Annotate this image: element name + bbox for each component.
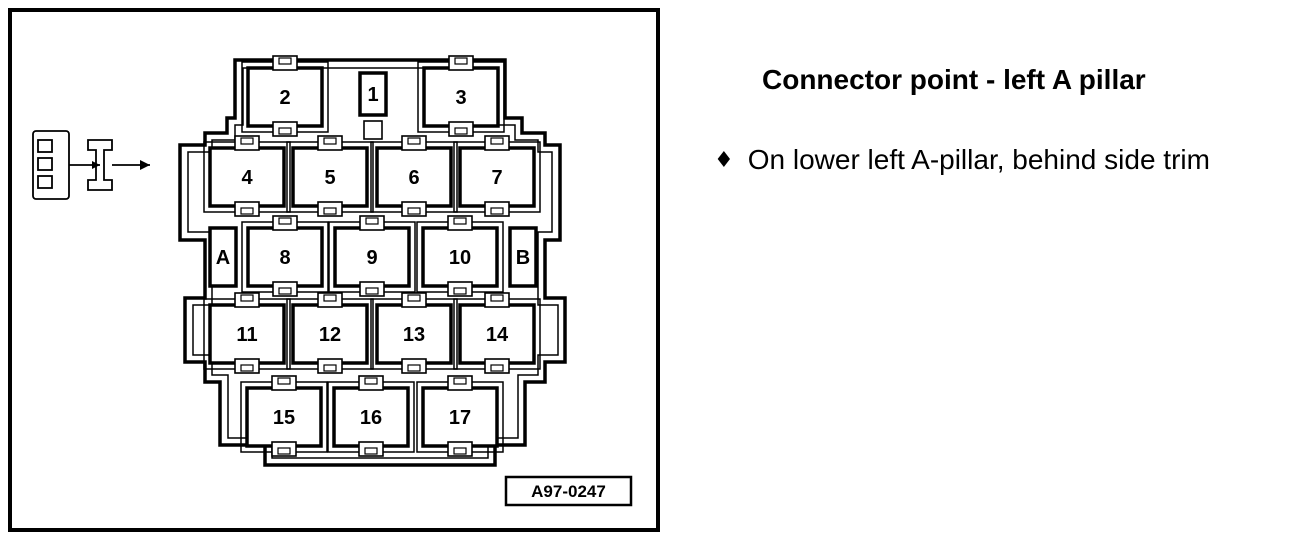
cavity-label: 10 (449, 247, 471, 269)
cavity-a: A (208, 226, 238, 288)
cavity-15: 15 (240, 375, 328, 457)
reference-code: A97-0247 (531, 482, 606, 501)
cavity-label: 6 (408, 167, 419, 189)
cavity-label: B (516, 247, 530, 269)
cavity-label: 2 (279, 87, 290, 109)
cavity-9: 9 (328, 215, 416, 297)
cavity-label: 12 (319, 324, 341, 346)
cavity-label: 3 (455, 87, 466, 109)
cavity-8: 8 (241, 215, 329, 297)
cavity-label: 7 (491, 167, 502, 189)
cavity-13: 13 (370, 292, 458, 374)
bullet-item: ♦ On lower left A-pillar, behind side tr… (714, 144, 1210, 176)
cavity-5: 5 (286, 135, 374, 217)
cavity-b: B (508, 226, 538, 288)
reference-label: A97-0247 (504, 475, 633, 507)
cavity-label: 13 (403, 324, 425, 346)
cavity-10: 10 (416, 215, 504, 297)
cavity-label: 1 (367, 84, 378, 106)
cavity-label: 15 (273, 407, 295, 429)
cavity-label: A (216, 247, 230, 269)
cavity-label: 16 (360, 407, 382, 429)
cavity-1: 1 (358, 71, 388, 140)
cavity-3: 3 (417, 55, 505, 137)
reference-box (504, 475, 633, 507)
cavity-4: 4 (203, 135, 291, 217)
cavity-label: 8 (279, 247, 290, 269)
info-panel: Connector point - left A pillar ♦ On low… (700, 0, 1300, 540)
bullet-text: On lower left A-pillar, behind side trim (747, 144, 1210, 175)
connector-housing (178, 58, 567, 467)
cavity-14: 14 (453, 292, 541, 374)
cavity-16: 16 (327, 375, 415, 457)
diamond-bullet-icon: ♦ (714, 147, 734, 173)
cavity-7: 7 (453, 135, 541, 217)
cavity-label: 17 (449, 407, 471, 429)
cavity-11: 11 (203, 292, 291, 374)
section-title: Connector point - left A pillar (762, 64, 1146, 95)
cavity-12: 12 (286, 292, 374, 374)
cavity-label: 9 (366, 247, 377, 269)
figure-frame (8, 8, 660, 532)
cavity-label: 11 (236, 324, 257, 346)
cavity-6: 6 (370, 135, 458, 217)
cavity-label: 5 (324, 167, 335, 189)
cavity-label: 4 (241, 167, 253, 189)
cavity-label: 14 (486, 324, 509, 346)
cavity-2: 2 (241, 55, 329, 137)
locator-thumbnail (32, 130, 150, 200)
cavity-17: 17 (416, 375, 504, 457)
